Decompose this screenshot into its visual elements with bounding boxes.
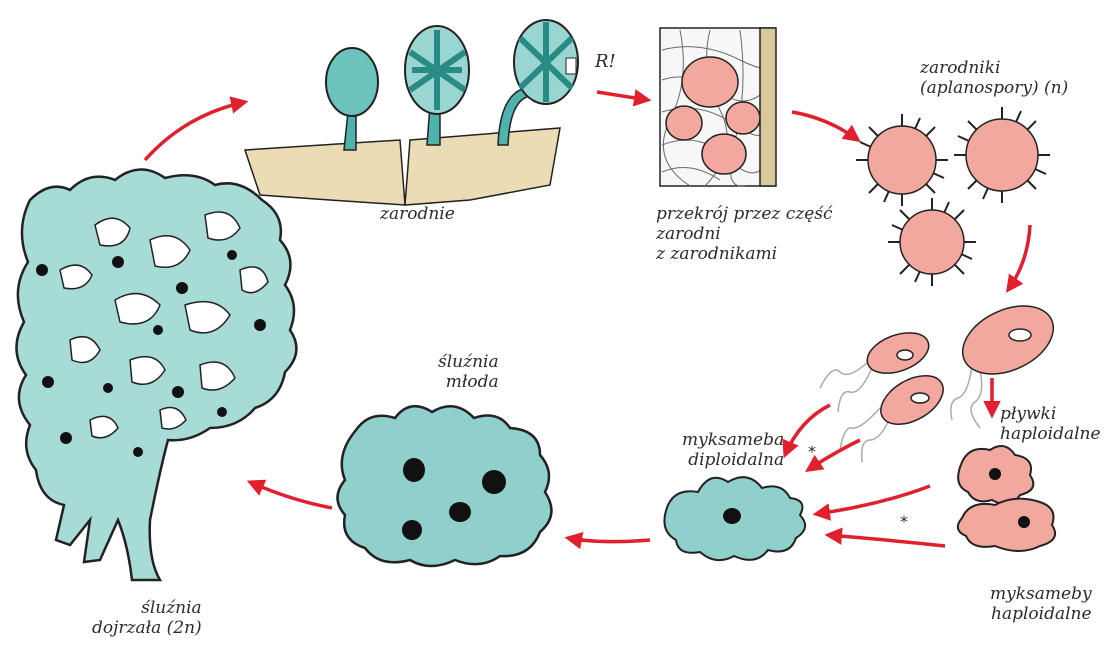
sporangia-label: zarodnie (380, 204, 455, 224)
diploid-myxamoeba-label: myksameba diploidalna (682, 430, 784, 470)
plasmodium-icon (16, 169, 296, 580)
haploid-myxamoebae-label: myksameby haploidalne (990, 584, 1092, 624)
swarmers-label: pływki haploidalne (1000, 404, 1101, 444)
spores-label: zarodniki (aplanospory) (n) (920, 58, 1068, 98)
r-mark-label: R! (595, 52, 616, 72)
section-label-line-3: z zarodnikami (656, 244, 833, 264)
spores-label-line-2: (aplanospory) (n) (920, 78, 1068, 98)
swarmers-label-line-1: pływki (1000, 404, 1101, 424)
mature-plasmodium-label-line-2: dojrzała (2n) (92, 618, 202, 638)
young-plasmodium-label-line-2: młoda (438, 372, 499, 392)
young-plasmodium-label-line-1: śluźnia (438, 352, 499, 372)
mature-plasmodium-label: śluźnia dojrzała (2n) (92, 598, 202, 638)
myxamoeba-icon (958, 446, 1055, 551)
young-plasmodium-label: śluźnia młoda (438, 352, 499, 392)
section-label-line-1: przekrój przez część (656, 204, 833, 224)
diploid-myxamoeba-label-line-1: myksameba (682, 430, 784, 450)
swarmers-label-line-2: haploidalne (1000, 424, 1101, 444)
myxamoeba-icon (664, 477, 805, 560)
haploid-myxamoebae-label-line-2: haploidalne (990, 604, 1092, 624)
section-label: przekrój przez część zarodni z zarodnika… (656, 204, 833, 264)
plasmodium-icon (338, 406, 552, 566)
mature-plasmodium-label-line-1: śluźnia (92, 598, 202, 618)
haploid-myxamoebae-label-line-1: myksameby (990, 584, 1092, 604)
section-label-line-2: zarodni (656, 224, 833, 244)
sporangia-icon (245, 20, 578, 205)
spores-label-line-1: zarodniki (920, 58, 1068, 78)
diploid-myxamoeba-label-line-2: diploidalna (682, 450, 784, 470)
asterisk-upper: * (808, 442, 816, 462)
asterisk-lower: * (900, 512, 908, 532)
sporangium-section-icon (660, 28, 776, 186)
spore-icon (856, 107, 1050, 286)
